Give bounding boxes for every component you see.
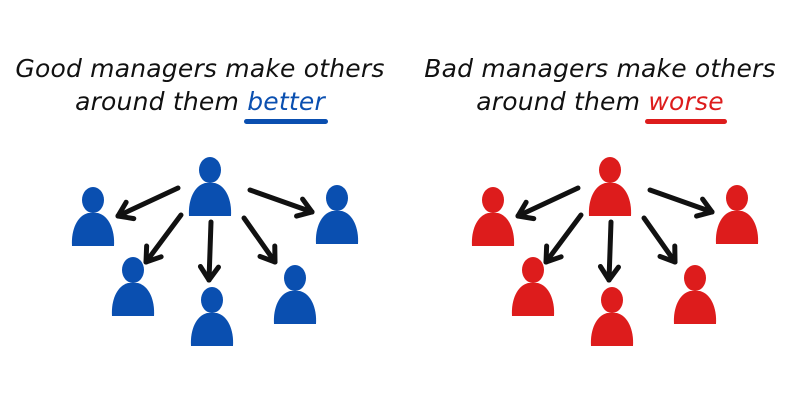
person-icon bbox=[715, 185, 759, 244]
person-icon bbox=[273, 265, 317, 324]
good-caption-line-2: around them better bbox=[0, 85, 400, 124]
bad-managers-caption: Bad managers make others around them wor… bbox=[400, 52, 800, 124]
good-highlight-word: better bbox=[244, 87, 328, 124]
arrow-icon bbox=[197, 219, 221, 283]
good-managers-panel: Good managers make others around them be… bbox=[0, 52, 400, 346]
person-icon bbox=[511, 257, 555, 316]
person-icon bbox=[111, 257, 155, 316]
bad-caption-line-1: Bad managers make others bbox=[424, 54, 776, 83]
arrow-icon bbox=[647, 187, 715, 219]
person-icon bbox=[315, 185, 359, 244]
arrow-icon bbox=[115, 185, 181, 222]
bad-caption-prefix: around them bbox=[476, 87, 649, 116]
bad-managers-panel: Bad managers make others around them wor… bbox=[400, 0, 800, 400]
person-icon bbox=[673, 265, 717, 324]
bad-highlight-word: worse bbox=[645, 87, 728, 124]
person-icon bbox=[590, 287, 634, 346]
manager-person-icon bbox=[188, 157, 232, 216]
arrow-icon bbox=[515, 185, 581, 222]
person-icon bbox=[71, 187, 115, 246]
arrow-icon bbox=[241, 215, 278, 265]
good-manager-diagram bbox=[71, 157, 359, 346]
bad-caption-line-2: around them worse bbox=[400, 85, 800, 124]
arrow-icon bbox=[597, 219, 621, 283]
good-caption-line-1: Good managers make others bbox=[15, 54, 385, 83]
good-caption-prefix: around them bbox=[75, 87, 248, 116]
bad-manager-diagram bbox=[471, 157, 759, 346]
manager-person-icon bbox=[588, 157, 632, 216]
good-managers-caption: Good managers make others around them be… bbox=[0, 52, 400, 124]
arrow-icon bbox=[143, 212, 184, 265]
arrow-icon bbox=[543, 212, 584, 265]
arrow-icon bbox=[641, 215, 678, 265]
person-icon bbox=[190, 287, 234, 346]
arrow-icon bbox=[247, 187, 315, 219]
person-icon bbox=[471, 187, 515, 246]
